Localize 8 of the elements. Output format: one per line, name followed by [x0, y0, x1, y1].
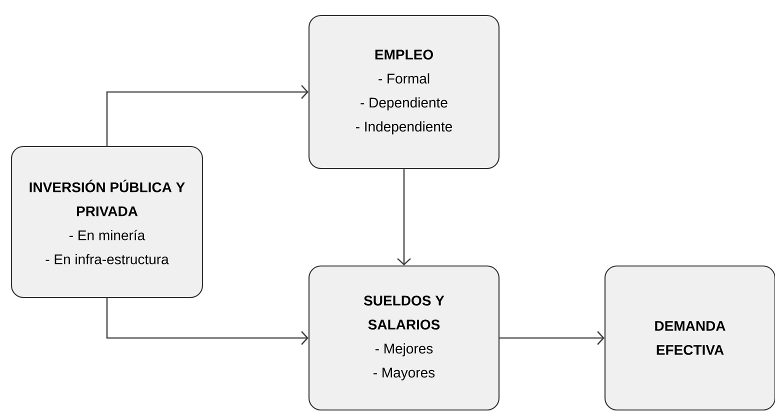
arrow: [500, 331, 604, 345]
process-box: EMPLEO - Formal - Dependiente - Independiente: [308, 14, 500, 170]
process-box: SUELDOS Y SALARIOS - Mejores - Mayores: [308, 265, 500, 411]
process-box: DEMANDA EFECTIVA: [604, 265, 775, 411]
arrow: [106, 298, 308, 345]
process-box: INVERSIÓN PÚBLICA Y PRIVADA - En minería - En infra-estructura: [10, 146, 204, 298]
arrow: [106, 85, 308, 146]
arrow: [397, 169, 411, 266]
